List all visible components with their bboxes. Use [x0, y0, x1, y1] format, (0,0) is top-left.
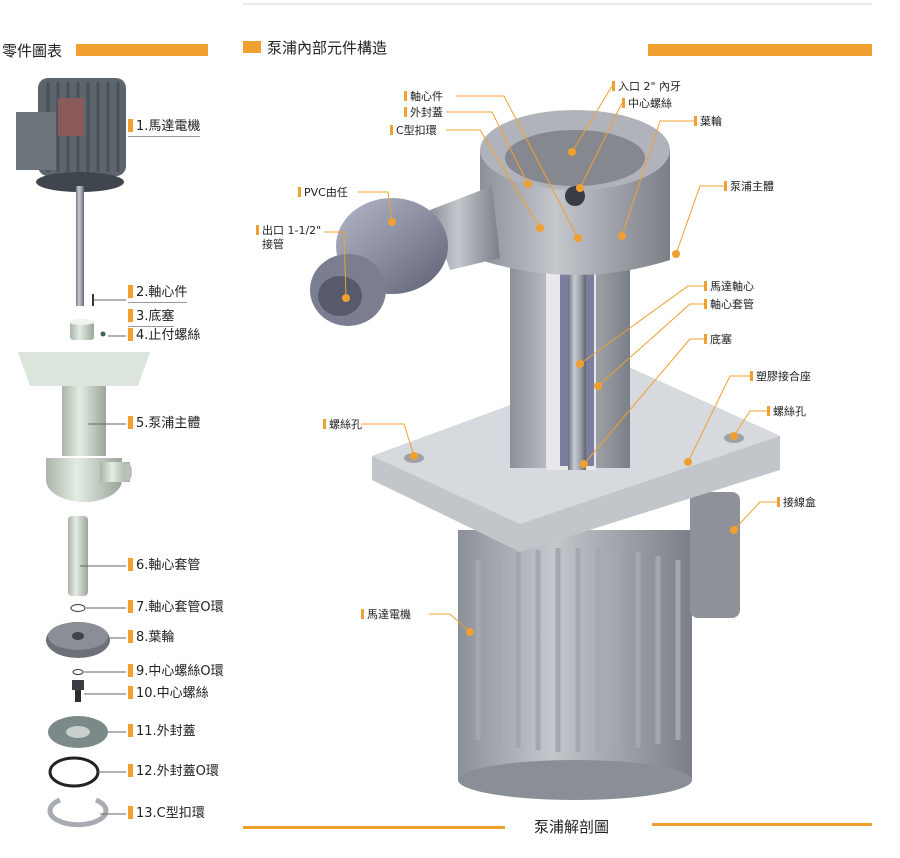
callout-motor: 馬達電機 — [361, 608, 411, 621]
parts-chart-title: 零件圖表 — [2, 42, 63, 60]
callout-shaft-part: 軸心件 — [404, 90, 443, 103]
callout-pump-body: 泵浦主體 — [724, 180, 774, 193]
part-label-shaft: 2.軸心件 — [128, 285, 188, 303]
left-leader-lines — [80, 299, 126, 815]
set-screw-drawing — [100, 331, 106, 337]
callout-outer-cover: 外封蓋 — [404, 106, 443, 119]
callout-shaft-sleeve: 軸心套管 — [704, 298, 754, 311]
part-label-impeller: 8.葉輪 — [128, 630, 174, 646]
callout-center-screw: 中心螺絲 — [622, 97, 672, 110]
part-label-c-ring: 13.C型扣環 — [128, 806, 205, 822]
callout-pvc-union: PVC由任 — [298, 186, 348, 199]
parts-title-bar — [76, 44, 208, 56]
motor-part-drawing — [16, 78, 126, 306]
cutaway-caption: 泵浦解剖圖 — [534, 818, 610, 836]
sleeve-part-drawing — [68, 516, 88, 596]
center-screw-part-drawing — [72, 680, 84, 702]
caption-line-right — [652, 823, 872, 826]
bottom-plug-drawing — [70, 319, 94, 340]
callout-screw-hole-left: 螺絲孔 — [323, 418, 362, 431]
callout-bottom-plug: 底塞 — [704, 333, 732, 346]
part-label-center-screw: 10.中心螺絲 — [128, 686, 209, 702]
part-label-motor: 1.馬達電機 — [128, 119, 201, 137]
part-label-outer-cover-oring: 12.外封蓋O環 — [128, 764, 219, 780]
part-label-set-screw: 4.止付螺絲 — [128, 328, 200, 344]
structure-title: 泵浦內部元件構造 — [267, 39, 388, 57]
callout-c-ring: C型扣環 — [390, 124, 437, 137]
part-label-pump-body: 5.泵浦主體 — [128, 416, 200, 432]
impeller-part-drawing — [46, 622, 110, 658]
part-label-outer-cover: 11.外封蓋 — [128, 724, 196, 740]
callout-impeller: 葉輪 — [694, 115, 722, 128]
callout-screw-hole-right: 螺絲孔 — [767, 405, 806, 418]
part-label-sleeve: 6.軸心套管 — [128, 558, 200, 574]
callout-outlet-line2: 接管 — [262, 238, 284, 251]
right-leader-lines — [324, 85, 777, 633]
outer-cover-part-drawing — [48, 716, 108, 748]
pump-body-part-drawing — [18, 352, 150, 502]
center-screw-oring-drawing — [72, 669, 84, 675]
outer-cover-oring-drawing — [48, 756, 100, 788]
caption-line-left — [243, 826, 505, 829]
sleeve-oring-drawing — [70, 604, 86, 612]
callout-motor-shaft: 馬達軸心 — [704, 280, 754, 293]
c-ring-drawing — [47, 797, 109, 828]
leader-dots — [342, 148, 738, 636]
callout-outlet: 出口 1-1/2" — [256, 224, 321, 237]
callout-junction-box: 接線盒 — [777, 496, 816, 509]
structure-title-marker — [243, 41, 261, 53]
callout-inlet: 入口 2" 內牙 — [612, 80, 681, 93]
part-label-center-screw-oring: 9.中心螺絲O環 — [128, 664, 224, 680]
structure-title-bar — [648, 44, 872, 56]
callout-plastic-seat: 塑膠接合座 — [750, 370, 811, 383]
pump-cutaway-drawing — [310, 110, 780, 800]
part-label-sleeve-oring: 7.軸心套管O環 — [128, 600, 224, 616]
part-label-bottom-plug: 3.底塞 — [128, 309, 175, 327]
